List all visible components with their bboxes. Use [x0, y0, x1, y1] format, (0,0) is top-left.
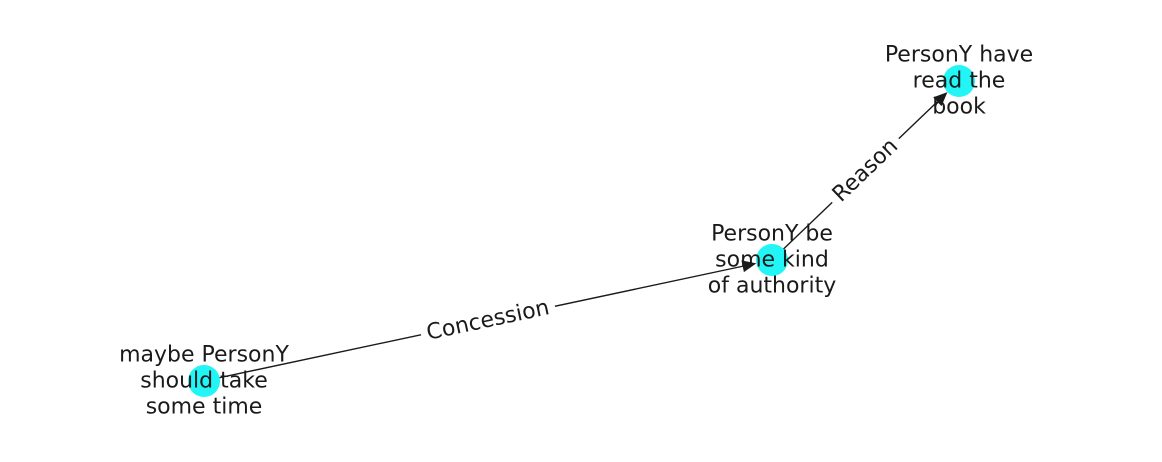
node-label-line: should take	[140, 369, 267, 394]
node-label-line: maybe PersonY	[119, 343, 289, 368]
node-label-line: some time	[146, 395, 263, 420]
edge-label-group: Reason	[822, 128, 909, 213]
node-label-line: book	[932, 95, 986, 120]
edges-layer	[203, 92, 948, 382]
edge-label-background	[418, 292, 558, 349]
node-label-line: of authority	[708, 274, 836, 299]
node-circle-n1	[188, 365, 220, 397]
edge-label-background	[822, 128, 909, 213]
arrowhead-icon	[741, 260, 757, 273]
node-circle-n3	[943, 65, 975, 97]
node-label-line: some kind	[715, 248, 829, 273]
nodes-layer	[188, 65, 975, 397]
edge-label-reason: Reason	[828, 134, 903, 208]
edge-label-group: Concession	[418, 292, 558, 349]
node-label-line: read the	[913, 69, 1006, 94]
node-label-line: PersonY have	[885, 43, 1033, 68]
node-label-line: PersonY be	[711, 222, 833, 247]
edge-label-concession: Concession	[424, 295, 551, 345]
arrowhead-icon	[933, 92, 948, 107]
node-circle-n2	[756, 244, 788, 276]
